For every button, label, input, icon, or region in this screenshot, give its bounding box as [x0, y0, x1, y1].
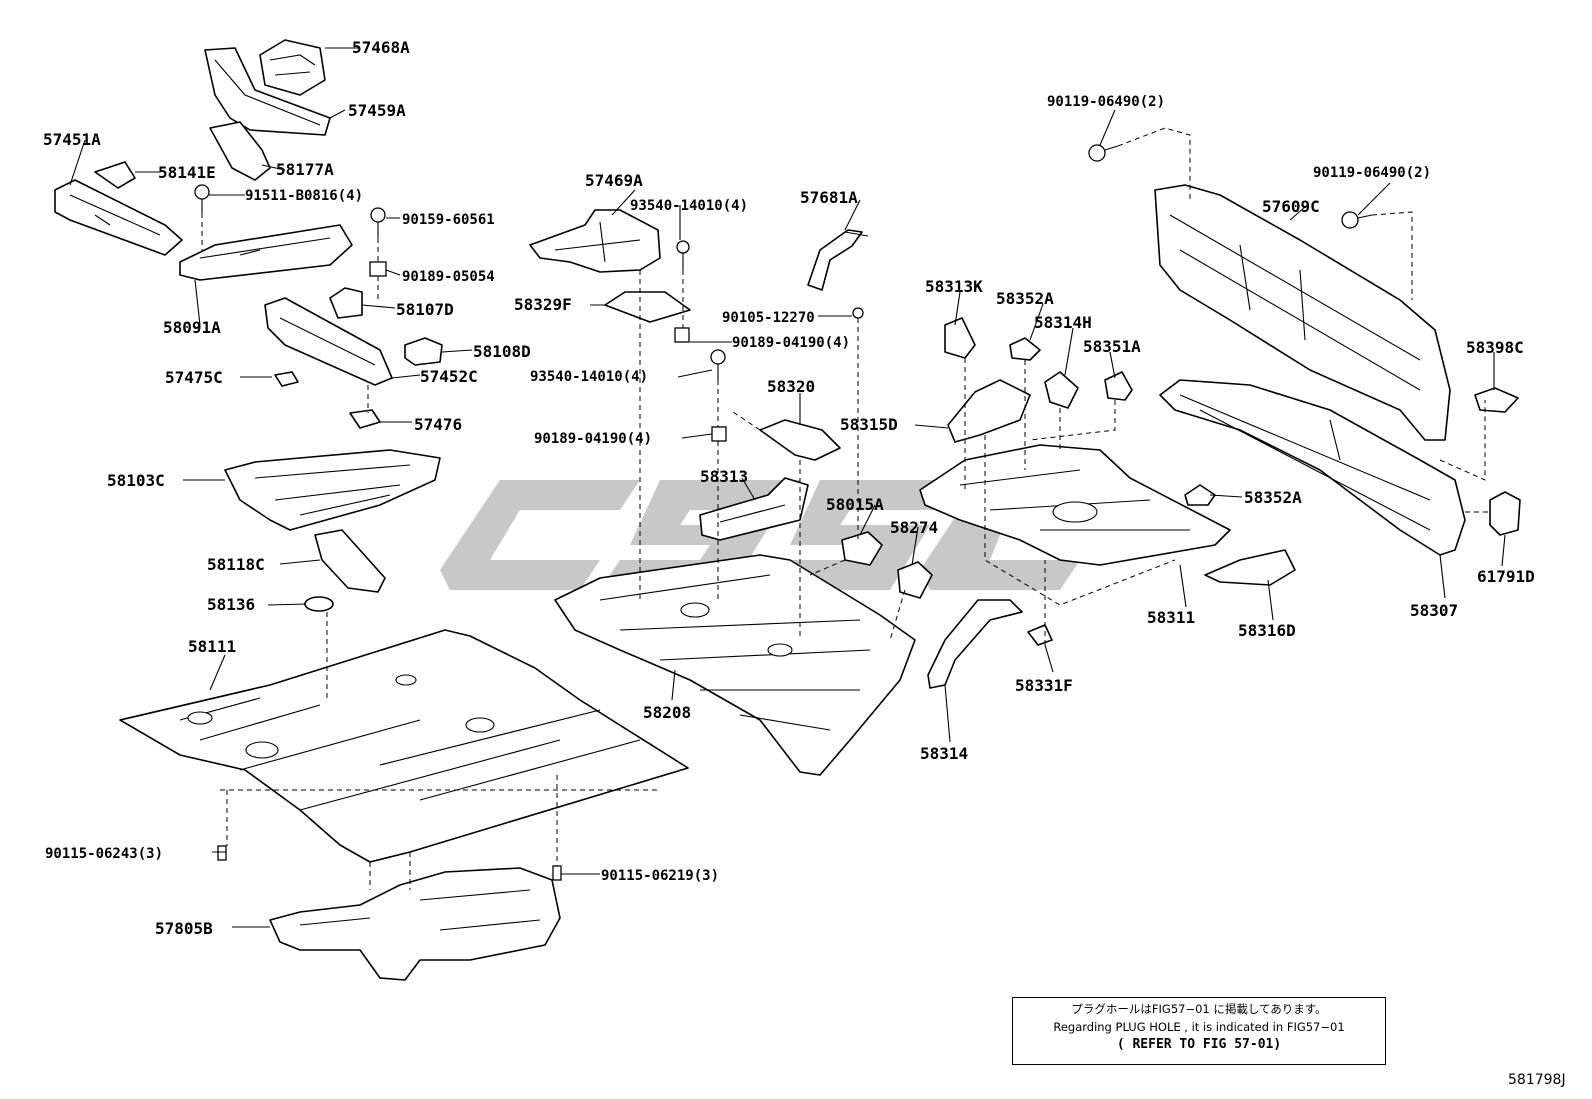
part-label: 57468A [352, 38, 410, 57]
part-label: 57475C [165, 368, 223, 387]
part-label: 58313 [700, 467, 748, 486]
part-label: 58315D [840, 415, 898, 434]
center-group [529, 189, 933, 776]
part-label: 58331F [1015, 676, 1073, 695]
part-label: 90189-04190(4) [534, 431, 652, 447]
part-label: 58320 [767, 377, 815, 396]
left-group [54, 39, 689, 981]
part-label: 90105-12270 [722, 310, 815, 326]
part-label: 90115-06243(3) [45, 846, 163, 862]
part-label: 58311 [1147, 608, 1195, 627]
part-label: 58316D [1238, 621, 1296, 640]
part-label: 58208 [643, 703, 691, 722]
part-label: 91511-B0816(4) [245, 188, 363, 204]
part-label: 58177A [276, 160, 334, 179]
part-label: 57609C [1262, 197, 1320, 216]
part-label: 93540-14010(4) [630, 198, 748, 214]
right-group [914, 109, 1521, 743]
part-label: 58091A [163, 318, 221, 337]
part-labels: 57468A 57459A 57451A 58141E 58177A 91511… [43, 38, 1535, 938]
part-label: 90189-04190(4) [732, 335, 850, 351]
part-label: 58108D [473, 342, 531, 361]
part-label: 58307 [1410, 601, 1458, 620]
part-label: 90115-06219(3) [601, 868, 719, 884]
part-label: 57681A [800, 188, 858, 207]
part-label: 90119-06490(2) [1313, 165, 1431, 181]
part-label: 58352A [996, 289, 1054, 308]
part-label: 58398C [1466, 338, 1524, 357]
part-label: 58136 [207, 595, 255, 614]
part-label: 58103C [107, 471, 165, 490]
part-label: 58329F [514, 295, 572, 314]
part-label: 90159-60561 [402, 212, 495, 228]
part-label: 58313K [925, 277, 983, 296]
part-label: 58107D [396, 300, 454, 319]
part-label: 58314 [920, 744, 968, 763]
part-label: 58015A [826, 495, 884, 514]
part-label: 57476 [414, 415, 462, 434]
part-label: 58141E [158, 163, 216, 182]
figure-id: 581798J [1508, 1072, 1566, 1088]
part-label: 58274 [890, 518, 938, 537]
part-label: 58118C [207, 555, 265, 574]
part-label: 57469A [585, 171, 643, 190]
part-label: 58111 [188, 637, 236, 656]
part-label: 57805B [155, 919, 213, 938]
part-label: 90119-06490(2) [1047, 94, 1165, 110]
part-label: 57452C [420, 367, 478, 386]
part-label: 57459A [348, 101, 406, 120]
part-label: 61791D [1477, 567, 1535, 586]
part-label: 58314H [1034, 313, 1092, 332]
part-label: 93540-14010(4) [530, 369, 648, 385]
part-label: 90189-05054 [402, 269, 495, 285]
note-reference-text: ( REFER TO FIG 57-01) [1116, 1037, 1282, 1052]
part-label: 57451A [43, 130, 101, 149]
part-label: 58352A [1244, 488, 1302, 507]
plug-hole-note: プラグホールはFIG57−01 に掲載してあります。 Regarding PLU… [1012, 997, 1386, 1065]
note-english-text: Regarding PLUG HOLE , it is indicated in… [1053, 1020, 1345, 1034]
note-japanese-text: プラグホールはFIG57−01 に掲載してあります。 [1071, 1002, 1327, 1016]
part-label: 58351A [1083, 337, 1141, 356]
